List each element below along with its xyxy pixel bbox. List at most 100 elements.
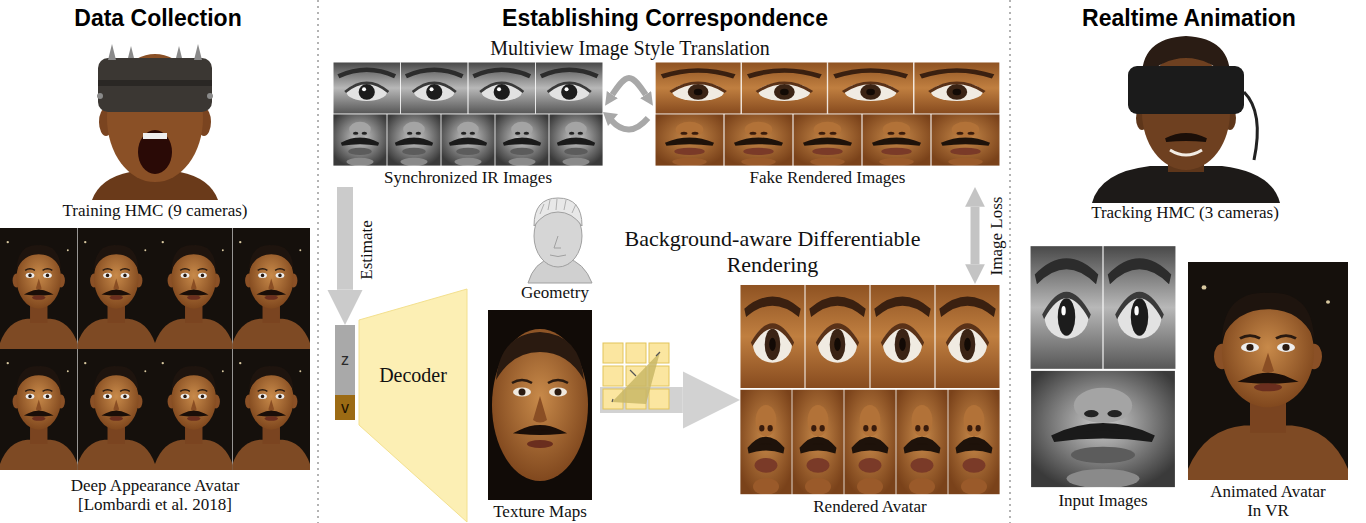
ir-image-grid (401, 62, 469, 114)
cycle-arrow-lower (603, 112, 618, 126)
latent-code-box: v (335, 395, 355, 420)
texture-map (492, 329, 588, 481)
figure-caption: Fake Rendered Images (750, 168, 906, 187)
rendered-avatar-grid (870, 284, 935, 389)
cycle-arrow-lower (603, 112, 648, 130)
fake-rendered-grid (793, 114, 862, 166)
section-column: Realtime AnimationTracking HMC (3 camera… (1012, 0, 1366, 523)
geometry-mesh (534, 198, 582, 226)
input-ir-images (1103, 245, 1176, 370)
ir-image-grid (387, 114, 441, 166)
ir-image-grid (468, 62, 536, 114)
training-hmc-photo (194, 44, 202, 60)
flow-arrow (612, 78, 645, 95)
rasterization-icon (649, 343, 669, 363)
figure-panel: Tracking HMC (3 cameras) (1085, 35, 1285, 222)
flow-arrow (337, 187, 353, 290)
fake-rendered-grid (724, 114, 793, 166)
avatar-capture-grid (0, 349, 79, 470)
input-ir-images (1030, 245, 1176, 488)
ir-image-grid (333, 62, 603, 166)
avatar-capture-grid (0, 228, 312, 470)
texture-map (496, 332, 584, 380)
avatar-capture-grid (0, 228, 79, 349)
section-column: Establishing CorrespondenceSynchronized … (322, 0, 1008, 523)
section-divider (318, 0, 1010, 523)
rasterization-icon (649, 389, 669, 409)
ir-image-grid (333, 114, 387, 166)
figure-caption: Tracking HMC (3 cameras) (1091, 203, 1279, 222)
fake-rendered-grid (655, 62, 741, 114)
avatar-capture-grid (76, 349, 157, 470)
figure-caption: Training HMC (9 cameras) (63, 201, 248, 220)
figure-caption: Texture Maps (493, 502, 587, 521)
texture-map (520, 427, 560, 433)
tracking-hmc-photo (1092, 36, 1280, 203)
latent-code-box: z (335, 325, 355, 395)
training-hmc-photo (97, 93, 103, 99)
rendered-avatar-grid (948, 389, 1000, 495)
section-divider (317, 0, 319, 523)
arrow-label: Estimate (358, 220, 377, 279)
tracking-hmc-photo (1170, 150, 1202, 155)
figure-caption: Input Images (1058, 491, 1147, 510)
avatar-capture-grid (231, 228, 312, 349)
decoder-trapezoid (358, 288, 468, 523)
figure-panel: Synchronized IR Images (333, 62, 603, 187)
training-hmc-photo (143, 133, 167, 139)
rasterization-icon (603, 366, 623, 386)
ir-image-grid (549, 114, 603, 166)
geometry-mesh (528, 198, 592, 283)
training-hmc-photo (207, 93, 213, 99)
rasterization-icon (612, 352, 660, 404)
avatar-capture-grid (153, 349, 234, 470)
texture-map (549, 388, 567, 397)
input-ir-images (1030, 370, 1176, 488)
avatar-capture-grid (153, 228, 234, 349)
flow-arrow (971, 207, 980, 264)
fake-rendered-grid (741, 62, 827, 114)
fake-rendered-grid (655, 114, 724, 166)
texture-map (533, 396, 547, 423)
rendered-avatar-grid (740, 284, 1000, 495)
training-hmc-photo (108, 44, 116, 60)
decoder-block: Decoder (358, 288, 468, 523)
figure-caption: Synchronized IR Images (384, 168, 552, 187)
cycle-arrow-lower (611, 118, 648, 130)
texture-map (548, 380, 568, 383)
figure-panel: Fake Rendered Images (655, 62, 1000, 187)
texture-map (527, 440, 553, 448)
figure-caption: Deep Appearance Avatar [Lombardi et al. … (50, 476, 260, 514)
rasterization-icon (612, 399, 613, 402)
training-hmc-photo (92, 44, 218, 200)
tracking-hmc-photo (1166, 135, 1206, 140)
figure-panel: Input Images (1030, 245, 1176, 510)
figure-panel: Deep Appearance Avatar [Lombardi et al. … (0, 228, 310, 514)
avatar-capture-grid (231, 349, 312, 470)
rasterization-icon (603, 343, 623, 363)
training-hmc-photo (98, 80, 212, 86)
texture-map (519, 389, 526, 396)
section-heading: Realtime Animation (1012, 0, 1366, 32)
decoder-label: Decoder (358, 364, 468, 387)
rendered-avatar-grid (792, 389, 844, 495)
ir-image-grid (333, 62, 401, 114)
figure-caption: Rendered Avatar (813, 497, 926, 516)
texture-map (488, 310, 592, 500)
texture-map (512, 380, 532, 383)
rasterization-icon (612, 352, 660, 402)
rendered-avatar-grid (844, 389, 896, 495)
section-column: Data CollectionTraining HMC (9 cameras)D… (0, 0, 316, 523)
training-hmc-photo (97, 44, 213, 99)
animated-avatar-view (1184, 262, 1352, 480)
geometry-mesh (550, 255, 566, 257)
fake-rendered-grid (914, 62, 1000, 114)
rasterization-icon (603, 343, 669, 409)
avatar-capture-grid (76, 228, 157, 349)
rendered-avatar-grid (740, 284, 805, 389)
texture-map (488, 310, 592, 500)
tracking-hmc-photo (1128, 66, 1244, 114)
animated-avatar-view (1184, 262, 1352, 480)
figure-panel: Texture Maps (480, 310, 600, 521)
